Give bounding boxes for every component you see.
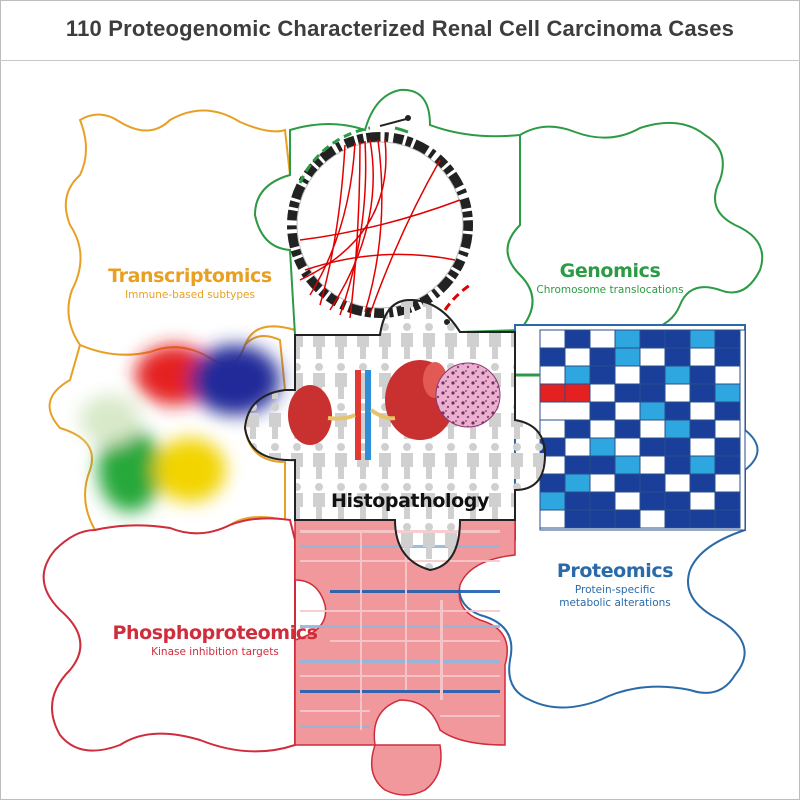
proteomics-grid <box>515 329 746 531</box>
transcriptomics-heatmap-blobs <box>80 345 280 512</box>
phosphoproteomics-piece <box>42 517 296 753</box>
genomics-title: Genomics <box>559 260 661 282</box>
transcriptomics-label: Transcriptomics Immune-based subtypes <box>90 265 290 302</box>
circos-plot <box>287 115 473 325</box>
histopathology-illustration <box>288 360 501 460</box>
genomics-label: Genomics Chromosome translocations <box>510 260 710 297</box>
transcriptomics-subtitle: Immune-based subtypes <box>125 289 255 301</box>
figure-title: 110 Proteogenomic Characterized Renal Ce… <box>65 16 735 41</box>
phosphoproteomics-title: Phosphoproteomics <box>112 622 318 644</box>
genomics-piece <box>506 121 764 331</box>
proteomics-subtitle: Protein-specific metabolic alterations <box>559 584 671 610</box>
phospho-heatmap-tab <box>370 744 442 796</box>
phosphoproteomics-subtitle: Kinase inhibition targets <box>151 646 279 658</box>
genomics-subtitle: Chromosome translocations <box>536 284 684 296</box>
histopathology-label: Histopathology <box>331 490 489 512</box>
phosphoproteomics-label: Phosphoproteomics Kinase inhibition targ… <box>100 622 330 659</box>
header-bar: 110 Proteogenomic Characterized Renal Ce… <box>0 0 800 61</box>
proteomics-label: Proteomics Protein-specific metabolic al… <box>530 560 700 610</box>
proteomics-title: Proteomics <box>556 560 674 582</box>
transcriptomics-title: Transcriptomics <box>108 265 272 287</box>
transcriptomics-piece <box>64 109 297 366</box>
